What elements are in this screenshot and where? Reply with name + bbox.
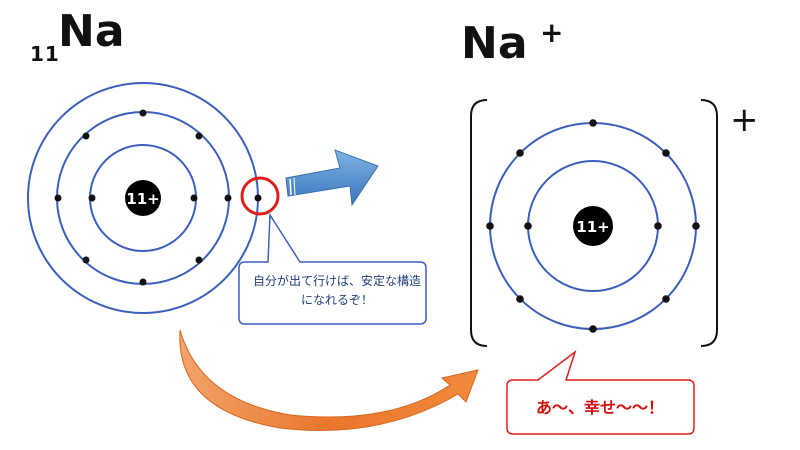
ion-nucleus <box>573 206 613 246</box>
electron <box>589 119 597 127</box>
right-bracket <box>700 99 718 347</box>
electron <box>195 256 203 264</box>
blue-arrow-icon <box>285 149 379 207</box>
ion-nucleus-label: 11+ <box>576 218 609 236</box>
highlight-circle <box>240 176 280 216</box>
leaving-callout <box>238 212 427 325</box>
na-atom-symbol: Na <box>58 6 125 57</box>
electron <box>516 295 524 303</box>
electron <box>82 256 90 264</box>
electron <box>190 194 198 202</box>
na-ion-superscript: + <box>540 16 564 49</box>
left-bracket <box>470 99 488 347</box>
electron <box>88 194 96 202</box>
orange-curved-arrow-icon <box>179 329 479 431</box>
electron <box>54 194 62 202</box>
electron <box>692 222 700 230</box>
leaving-callout-text: 自分が出て行けば、安定な構造になれるぞ！ <box>252 274 421 308</box>
electron <box>516 149 524 157</box>
electron <box>139 278 147 286</box>
electron <box>195 132 203 140</box>
bracket-charge: + <box>730 100 759 140</box>
na-ion-symbol: Na <box>461 18 528 69</box>
electron <box>662 149 670 157</box>
electron <box>82 132 90 140</box>
electron <box>589 325 597 333</box>
valence-electron <box>254 194 262 202</box>
na-nucleus <box>125 180 161 216</box>
electron <box>524 222 532 230</box>
na-ion: 11+ <box>470 99 718 347</box>
happy-callout <box>506 349 695 435</box>
atomic-number-subscript: 11 <box>30 42 60 66</box>
na-atom: 11+ <box>27 82 262 314</box>
electron <box>139 109 147 117</box>
electron <box>654 222 662 230</box>
happy-callout-text: あ～、幸せ～～！ <box>535 398 664 417</box>
electron <box>224 194 232 202</box>
electron <box>662 295 670 303</box>
electron <box>486 222 494 230</box>
na-nucleus-label: 11+ <box>126 190 159 208</box>
